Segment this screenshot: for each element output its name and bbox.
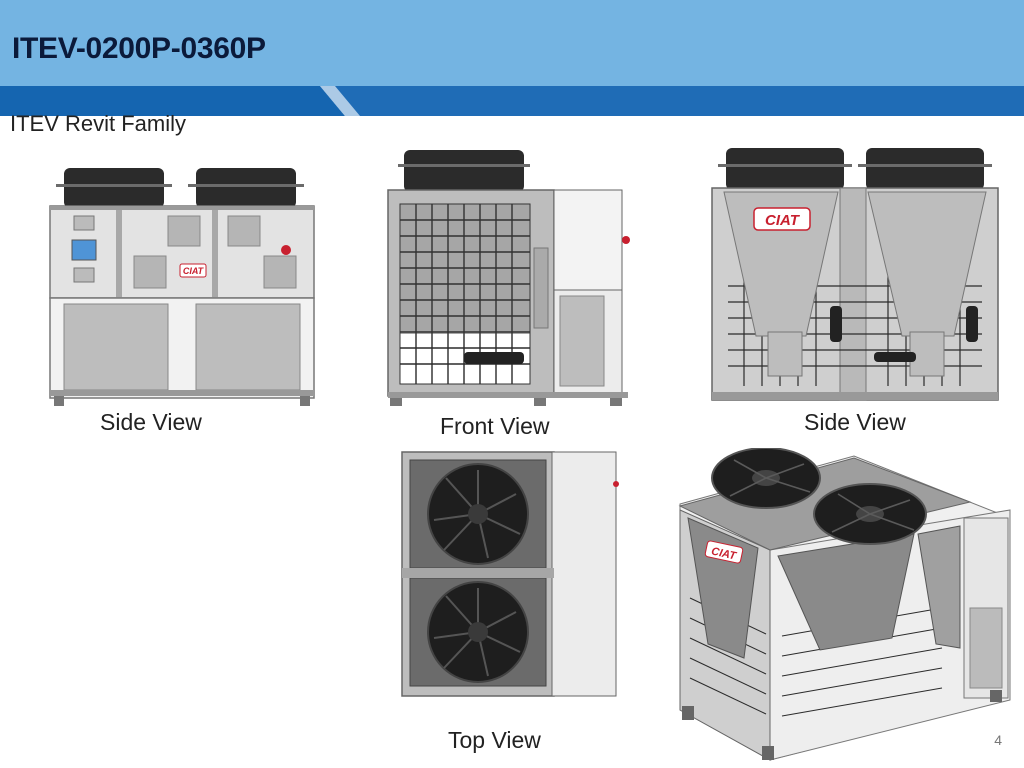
isometric-view-image: CIAT <box>678 448 1011 761</box>
slide-header <box>0 0 1024 86</box>
header-band <box>0 86 1024 116</box>
slide-title: ITEV-0200P-0360P <box>12 32 266 65</box>
slide-subtitle: ITEV Revit Family <box>10 111 187 136</box>
front-view-caption: Front View <box>440 413 550 439</box>
slide-number: 4 <box>994 732 1002 748</box>
top-view-image <box>401 451 619 697</box>
side-view-right-caption: Side View <box>804 409 906 435</box>
front-view-image <box>387 150 630 406</box>
side-view-left-caption: Side View <box>100 409 202 435</box>
ciat-logo-left: CIAT <box>183 266 205 276</box>
side-view-left-image: CIAT <box>49 168 315 406</box>
ciat-logo-iso: CIAT <box>710 546 738 563</box>
top-view-caption: Top View <box>448 727 541 753</box>
ciat-logo-right: CIAT <box>765 212 801 229</box>
side-view-right-image: CIAT <box>711 148 999 401</box>
